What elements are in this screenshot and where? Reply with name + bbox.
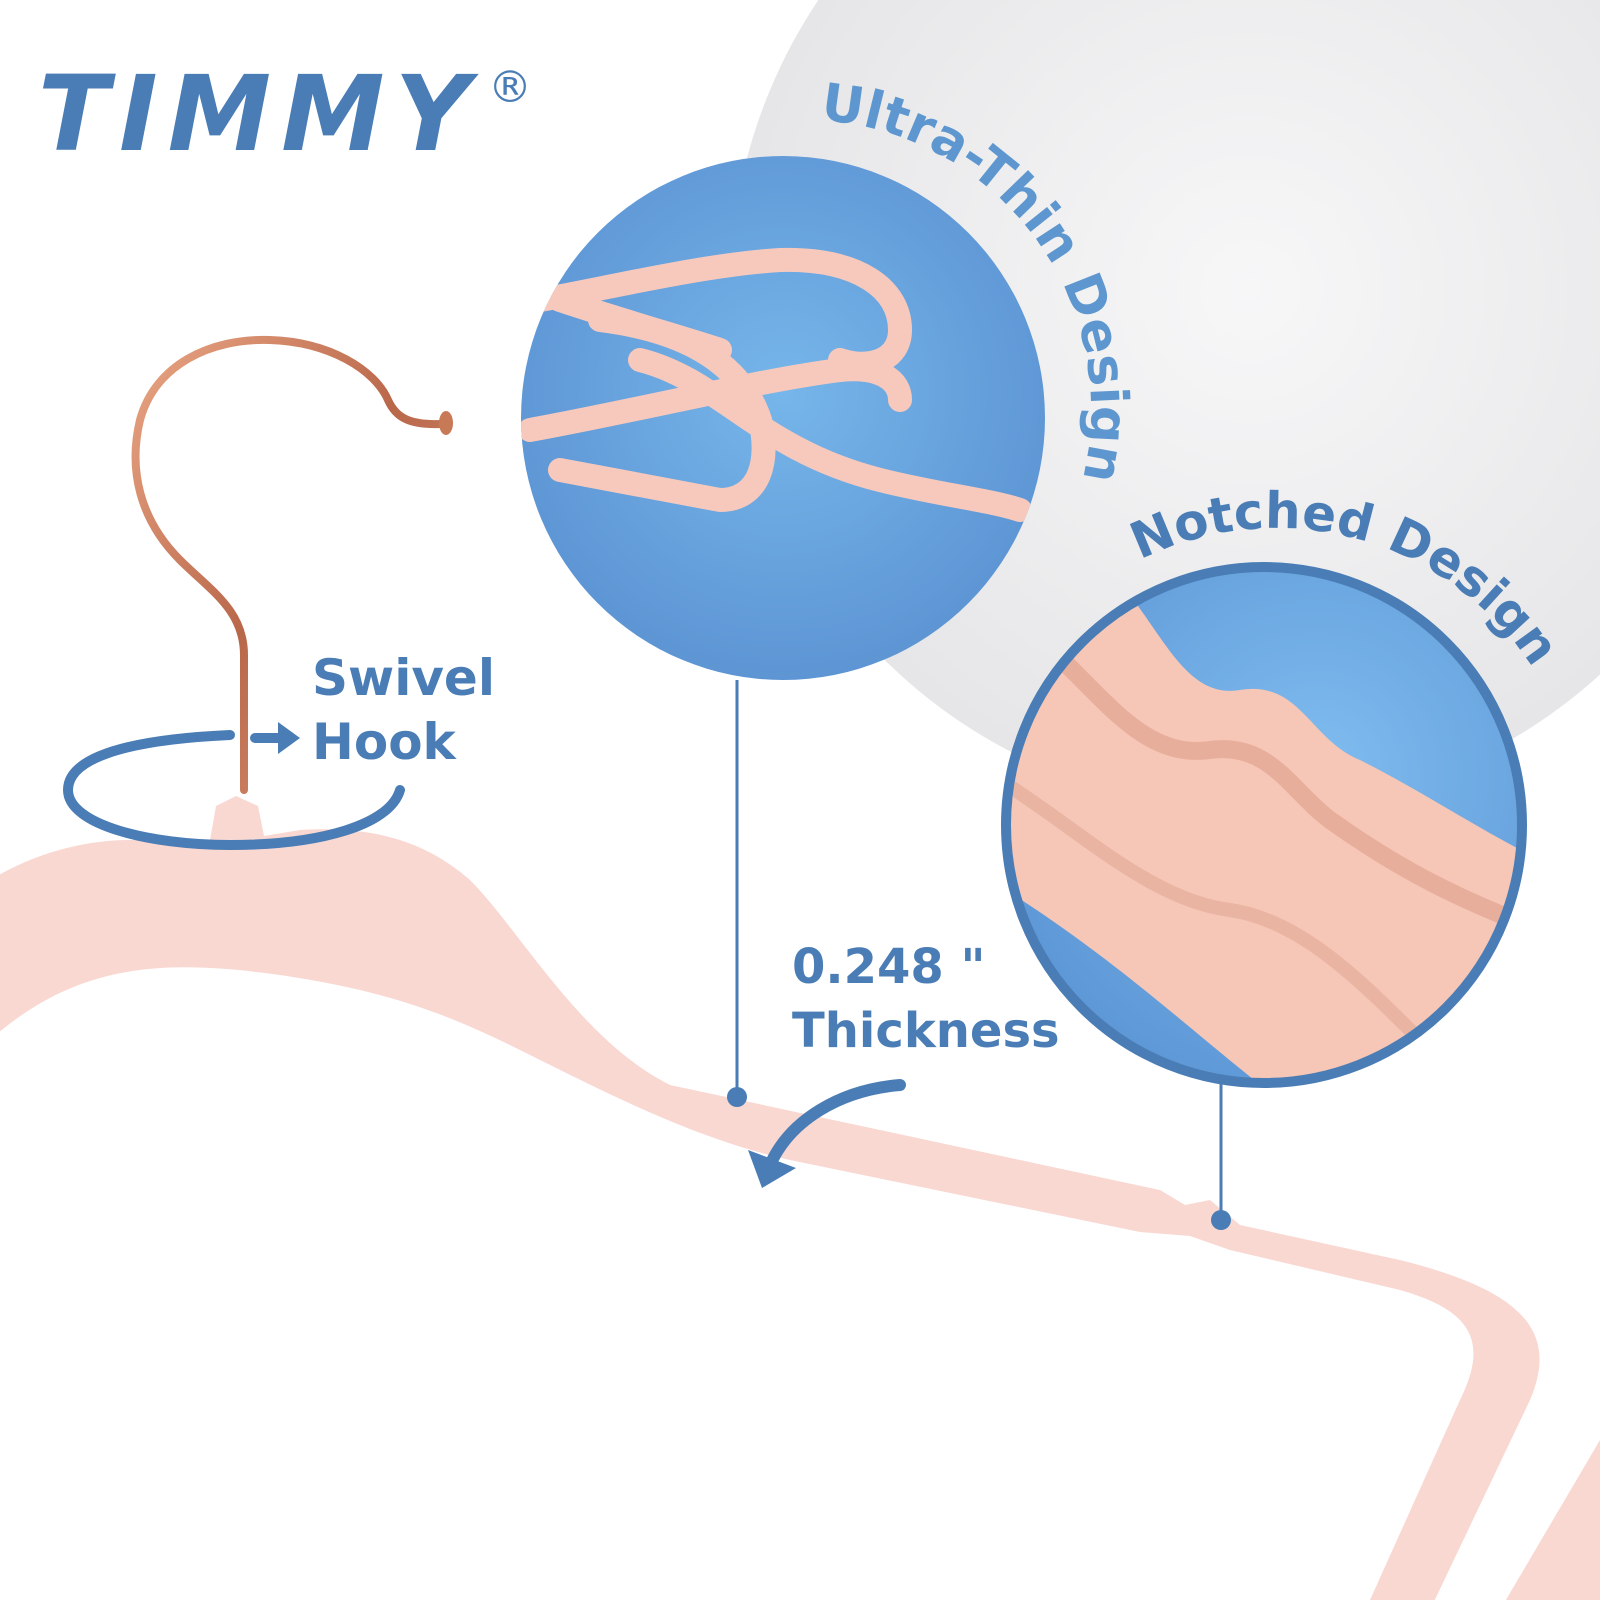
thickness-text: Thickness [792,1003,1060,1059]
swivel-hook-label: Swivel Hook [312,646,495,774]
thickness-value: 0.248 " [792,939,986,995]
registered-mark: ® [488,62,532,113]
swivel-rotation-icon [62,722,405,851]
notched-pointer [1211,1083,1231,1230]
ultra-thin-zoom-circle [521,156,1045,680]
ultra-thin-pointer [727,680,747,1107]
brand-logo: TIMMY [38,62,480,166]
brand-name: TIMMY [38,53,480,175]
swivel-label-line1: Swivel [312,649,495,707]
thickness-label: 0.248 " Thickness [792,935,1060,1063]
hanger-body [0,796,1600,1600]
hook-illustration [131,335,453,794]
notched-zoom-circle [1001,562,1527,1088]
swivel-label-line2: Hook [312,713,456,771]
thickness-arrow-icon [748,1079,906,1188]
